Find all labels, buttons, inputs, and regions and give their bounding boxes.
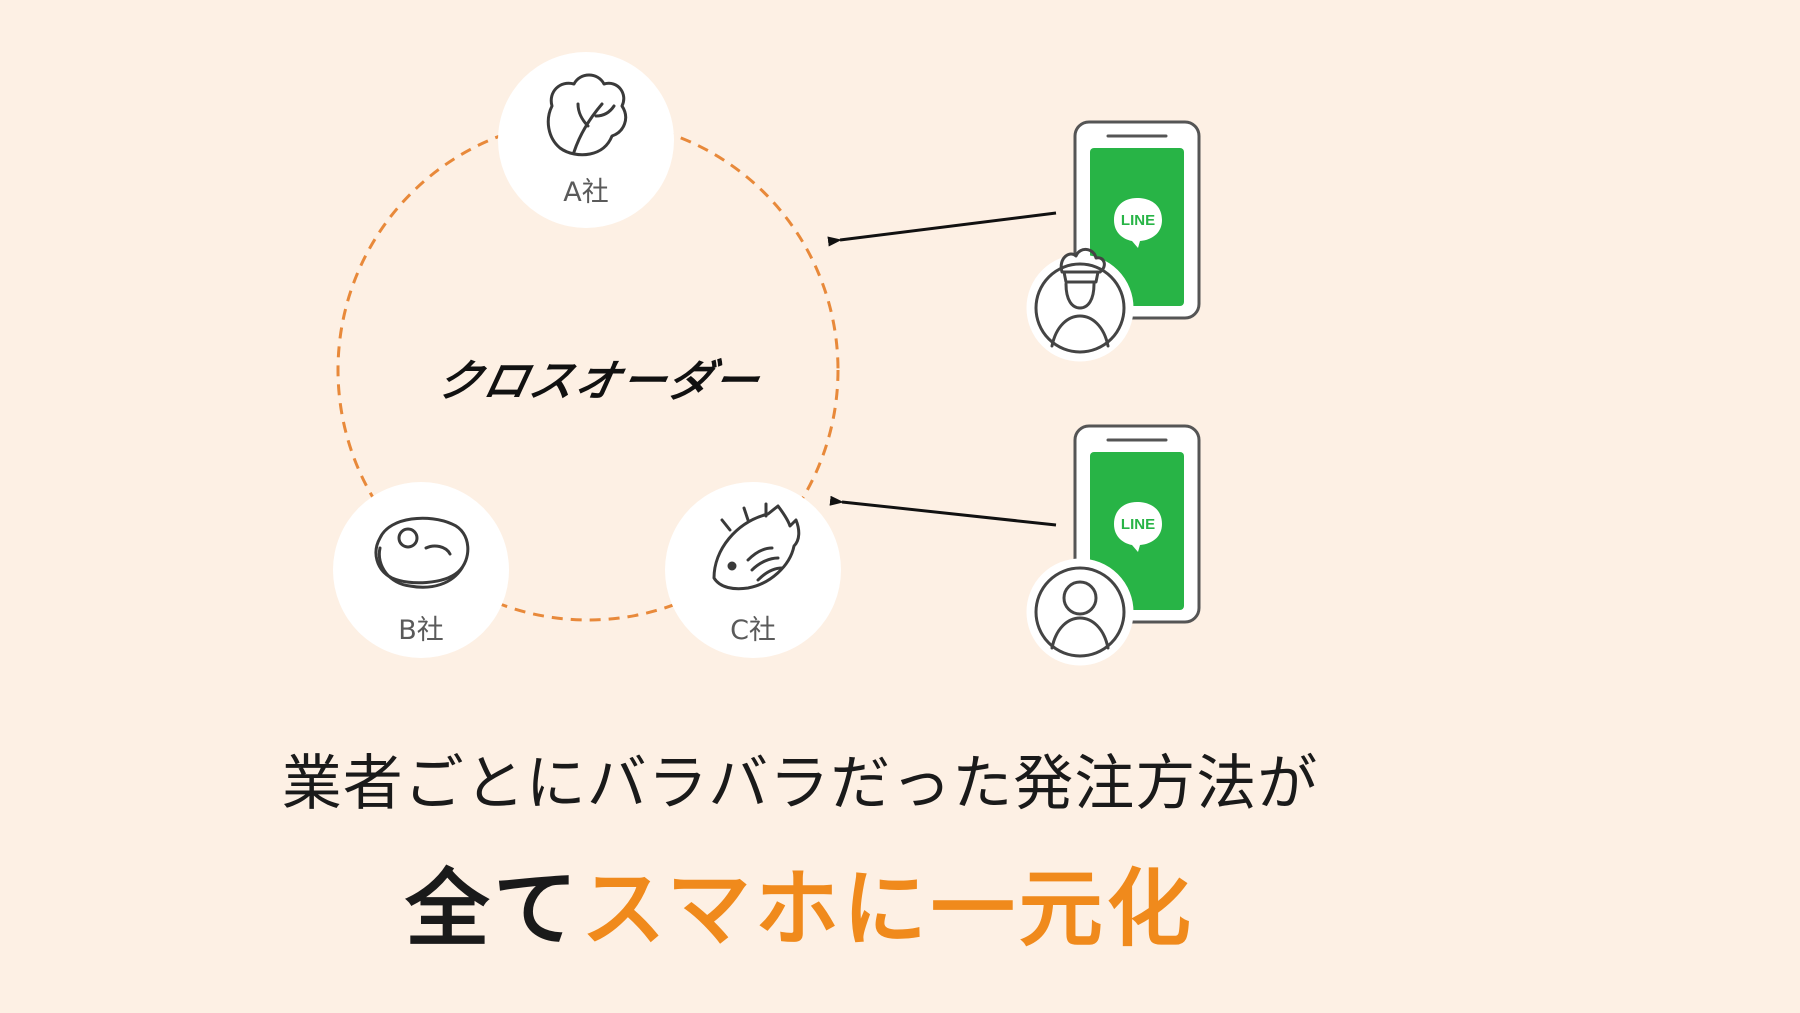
chef-avatar-icon xyxy=(1026,248,1134,362)
supplier-label-a: A社 xyxy=(563,177,609,208)
supplier-circle-a xyxy=(498,52,674,228)
steak-icon xyxy=(374,516,470,589)
supplier-label-b: B社 xyxy=(398,615,444,646)
fish-icon xyxy=(712,502,801,591)
caption-line-2-prefix: 全て xyxy=(405,860,582,958)
person-avatar-icon xyxy=(1026,558,1134,666)
line-app-label-bottom: LINE xyxy=(1120,516,1156,533)
line-bubble-icon xyxy=(1114,502,1162,552)
caption-line-1: 業者ごとにバラバラだった発注方法が xyxy=(281,749,1319,819)
dashed-ring xyxy=(336,118,840,622)
arrow-top xyxy=(827,211,1057,247)
supplier-circle-b xyxy=(333,482,509,658)
caption-line-2-highlight: スマホに一元化 xyxy=(581,860,1195,958)
supplier-label-c: C社 xyxy=(730,615,776,646)
lettuce-icon xyxy=(546,73,628,157)
line-bubble-icon xyxy=(1114,198,1162,248)
caption-line-2: 全てスマホに一元化 xyxy=(0,842,1600,963)
line-app-label-top: LINE xyxy=(1120,212,1156,229)
arrow-bottom xyxy=(829,495,1057,527)
brand-logo: クロスオーダー xyxy=(432,356,766,407)
